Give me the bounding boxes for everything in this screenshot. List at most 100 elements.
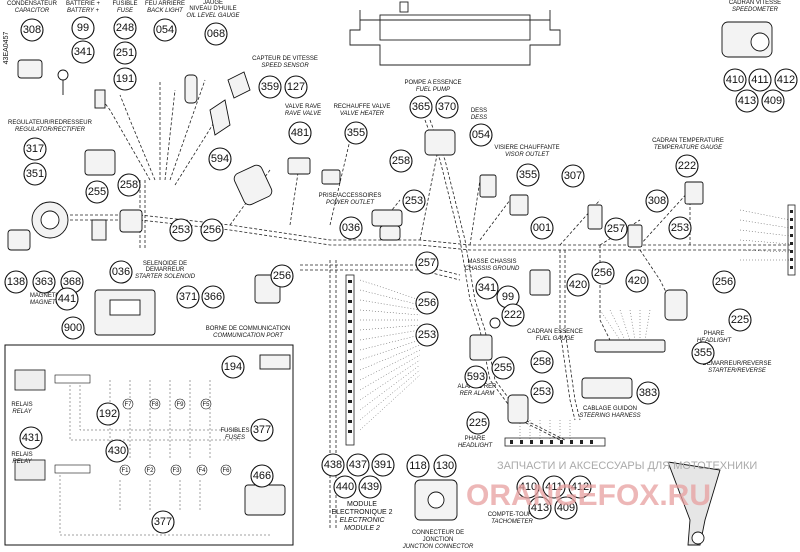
svg-text:359: 359 [261, 81, 279, 93]
svg-text:383: 383 [639, 387, 657, 399]
callout-410: 410 [723, 68, 747, 92]
label-module-en2: MODULE 2 [344, 525, 380, 532]
chassis-ground-ring-icon [489, 317, 501, 329]
doc-code: 43EA0457 [3, 32, 10, 65]
callout-255b: 255 [491, 356, 515, 380]
callout-225: 225 [728, 308, 752, 332]
svg-text:191: 191 [116, 73, 134, 85]
callout-191: 191 [113, 67, 137, 91]
svg-text:391: 391 [374, 459, 392, 471]
svg-text:371: 371 [179, 291, 197, 303]
svg-text:256: 256 [715, 276, 733, 288]
svg-text:308: 308 [648, 195, 666, 207]
label-selenoide: SELENOIDE DE [143, 261, 187, 267]
speedometer-connector-strip [787, 204, 796, 276]
svg-text:355: 355 [347, 127, 365, 139]
callout-430: 430 [105, 439, 129, 463]
svg-text:225: 225 [731, 314, 749, 326]
label-regulateur: REGULATEUR/REDRESSEUR [8, 120, 93, 126]
rave-valve-icon [287, 157, 311, 175]
label-capacitor: CAPACITOR [15, 8, 50, 14]
callout-256e: 256 [415, 291, 439, 315]
svg-text:248: 248 [116, 22, 134, 34]
label-cadran-vitesse: CADRAN VITESSE [729, 0, 781, 6]
label-fuel-gauge: FUEL GAUGE [536, 336, 576, 342]
svg-text:222: 222 [678, 160, 696, 172]
tachometer-icon [667, 461, 721, 546]
svg-text:118: 118 [409, 460, 427, 472]
svg-text:192: 192 [99, 408, 117, 420]
callout-258: 258 [117, 173, 141, 197]
watermark: ЗАПЧАСТИ И АКСЕССУАРЫ ДЛЯ МОТОТЕХНИКИ OR… [466, 460, 757, 512]
callout-481: 481 [288, 121, 312, 145]
callout-351: 351 [23, 162, 47, 186]
callout-circles: 308 99 341 248 251 191 054 068 594 317 3… [4, 16, 798, 534]
svg-text:068: 068 [207, 28, 225, 40]
callout-317: 317 [23, 137, 47, 161]
label-cablage-guidon: CABLAGE GUIDON [583, 406, 637, 412]
callout-256b: 256 [270, 264, 294, 288]
callout-341: 341 [71, 40, 95, 64]
callout-377b: 377 [151, 510, 175, 534]
svg-text:257: 257 [607, 223, 625, 235]
steering-harness-icon [581, 377, 633, 399]
label-headlight2: HEADLIGHT [458, 443, 494, 449]
label-borne-comm: BORNE DE COMMUNICATION [206, 326, 291, 332]
label-prise-acc: PRISE ACCESSOIRES [319, 193, 382, 199]
capacitor-icon [17, 59, 43, 79]
svg-text:413: 413 [738, 95, 756, 107]
svg-text:F7: F7 [124, 402, 132, 408]
label-masse-chassis: MASSE CHASSIS [467, 259, 516, 265]
callout-412b: 412 [568, 475, 592, 499]
svg-text:F9: F9 [176, 402, 184, 408]
svg-text:368: 368 [63, 276, 81, 288]
fuse-f6: F6 [220, 464, 232, 476]
callout-225b: 225 [466, 411, 490, 435]
callout-413b: 413 [528, 496, 552, 520]
svg-text:307: 307 [564, 170, 582, 182]
label-dess2: DESS [471, 115, 487, 121]
callout-001: 001 [530, 216, 554, 240]
label-fuel-pump: FUEL PUMP [416, 87, 450, 93]
callout-253d: 253 [415, 323, 439, 347]
callout-308b: 308 [645, 189, 669, 213]
label-battery: BATTERY + [67, 8, 100, 14]
svg-text:366: 366 [204, 291, 222, 303]
fuse-f8: F8 [149, 398, 161, 410]
svg-text:438: 438 [324, 459, 342, 471]
callout-366: 366 [201, 285, 225, 309]
regulator-icon [84, 149, 116, 176]
label-module-fr: ELECTRONIQUE 2 [331, 509, 392, 516]
label-magneto-en: MAGNETO [30, 300, 61, 306]
label-capteur-vitesse: CAPTEUR DE VITESSE [252, 56, 318, 62]
callout-036b: 036 [339, 216, 363, 240]
callout-594: 594 [208, 147, 232, 171]
label-relais2: RELAIS [11, 452, 32, 458]
svg-text:99: 99 [77, 22, 89, 34]
oil-gauge-icon [227, 71, 251, 99]
label-module-en1: ELECTRONIC [339, 517, 385, 524]
label-dess: DESS [471, 108, 487, 114]
callout-593: 593 [464, 365, 488, 389]
svg-text:F6: F6 [222, 468, 230, 474]
callout-391: 391 [371, 453, 395, 477]
callout-257b: 257 [415, 251, 439, 275]
label-phare: PHARE [704, 331, 725, 337]
label-starter-solenoid: STARTER SOLENOID [135, 274, 196, 280]
svg-text:255: 255 [494, 362, 512, 374]
svg-text:481: 481 [291, 127, 309, 139]
svg-text:253: 253 [405, 195, 423, 207]
svg-text:253: 253 [533, 386, 551, 398]
label-speedometer: SPEEDOMETER [732, 7, 779, 13]
svg-text:127: 127 [287, 81, 305, 93]
callout-99: 99 [71, 16, 95, 40]
svg-text:256: 256 [203, 224, 221, 236]
svg-text:412: 412 [777, 74, 795, 86]
chassis-ground-icon [529, 269, 551, 296]
label-condensateur: CONDENSATEUR [7, 1, 58, 7]
callout-420b: 420 [625, 269, 649, 293]
svg-text:308: 308 [23, 24, 41, 36]
svg-text:222: 222 [504, 309, 522, 321]
svg-text:257: 257 [418, 257, 436, 269]
